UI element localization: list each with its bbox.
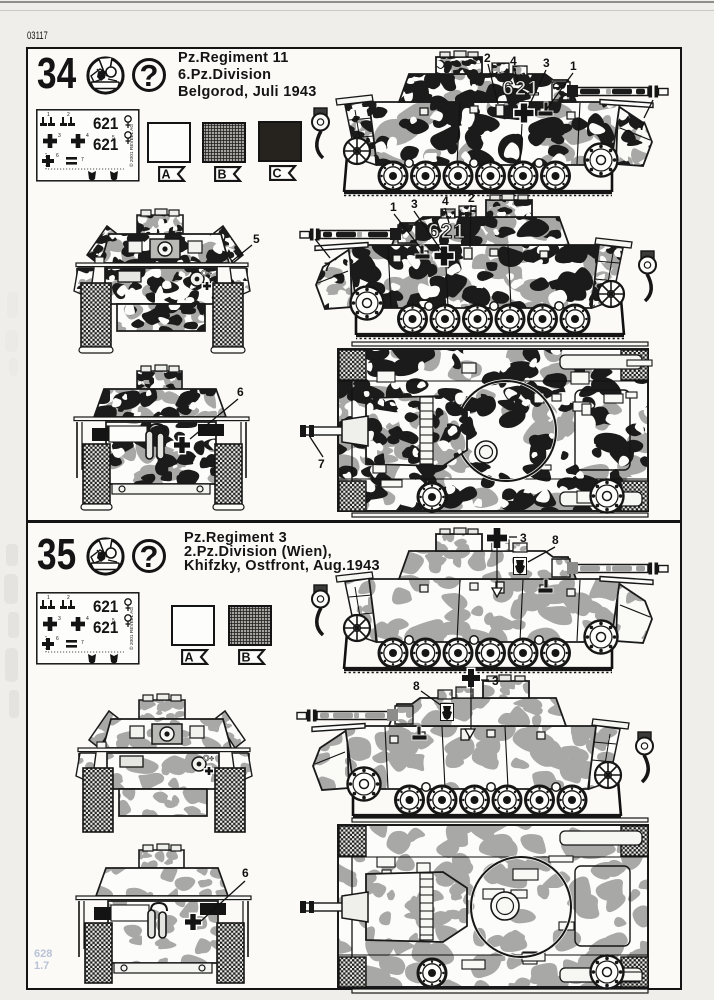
svg-text:3: 3 xyxy=(543,56,550,70)
svg-text:621: 621 xyxy=(93,136,118,154)
svg-text:4: 4 xyxy=(442,194,449,208)
svg-text:B: B xyxy=(242,651,251,665)
svg-text:2: 2 xyxy=(67,112,70,118)
svg-text:4: 4 xyxy=(510,54,517,68)
svg-text:6: 6 xyxy=(56,636,59,642)
svg-text:7: 7 xyxy=(81,157,84,163)
svg-text:4: 4 xyxy=(86,616,89,622)
svg-text:2: 2 xyxy=(484,51,491,65)
svg-text:C: C xyxy=(273,167,282,181)
svg-text:3: 3 xyxy=(520,531,527,545)
svg-text:6: 6 xyxy=(242,866,249,880)
svg-text:1: 1 xyxy=(47,595,50,601)
svg-text:© 2001 REVELL AG: © 2001 REVELL AG xyxy=(128,124,135,167)
svg-text:7: 7 xyxy=(324,260,331,274)
svg-text:2: 2 xyxy=(468,191,475,205)
svg-text:621: 621 xyxy=(93,598,118,616)
svg-text:621: 621 xyxy=(502,77,540,100)
svg-text:O+: O+ xyxy=(201,269,212,278)
svg-text:3: 3 xyxy=(58,133,61,139)
svg-text:6: 6 xyxy=(56,153,59,159)
svg-text:5: 5 xyxy=(112,618,115,624)
svg-text:1: 1 xyxy=(47,112,50,118)
svg-text:7: 7 xyxy=(639,119,646,133)
svg-text:1: 1 xyxy=(390,200,397,214)
svg-text:1: 1 xyxy=(570,59,577,73)
svg-text:B: B xyxy=(218,168,227,182)
svg-text:7: 7 xyxy=(318,457,325,471)
svg-text:7: 7 xyxy=(81,640,84,646)
svg-text:© 2001 REVELL AG: © 2001 REVELL AG xyxy=(128,607,135,650)
svg-text:3: 3 xyxy=(492,674,499,688)
svg-text:A: A xyxy=(185,651,194,665)
svg-text:8: 8 xyxy=(552,533,559,547)
svg-text:3: 3 xyxy=(411,197,418,211)
svg-text:6: 6 xyxy=(237,385,244,399)
svg-text:5: 5 xyxy=(253,232,260,246)
svg-text:621: 621 xyxy=(93,115,118,133)
svg-text:3: 3 xyxy=(58,616,61,622)
svg-text:A: A xyxy=(162,168,171,182)
svg-text:4: 4 xyxy=(86,133,89,139)
svg-text:621: 621 xyxy=(93,619,118,637)
svg-text:5: 5 xyxy=(112,135,115,141)
svg-text:O+: O+ xyxy=(203,754,214,763)
svg-text:2: 2 xyxy=(67,595,70,601)
svg-text:8: 8 xyxy=(413,679,420,693)
